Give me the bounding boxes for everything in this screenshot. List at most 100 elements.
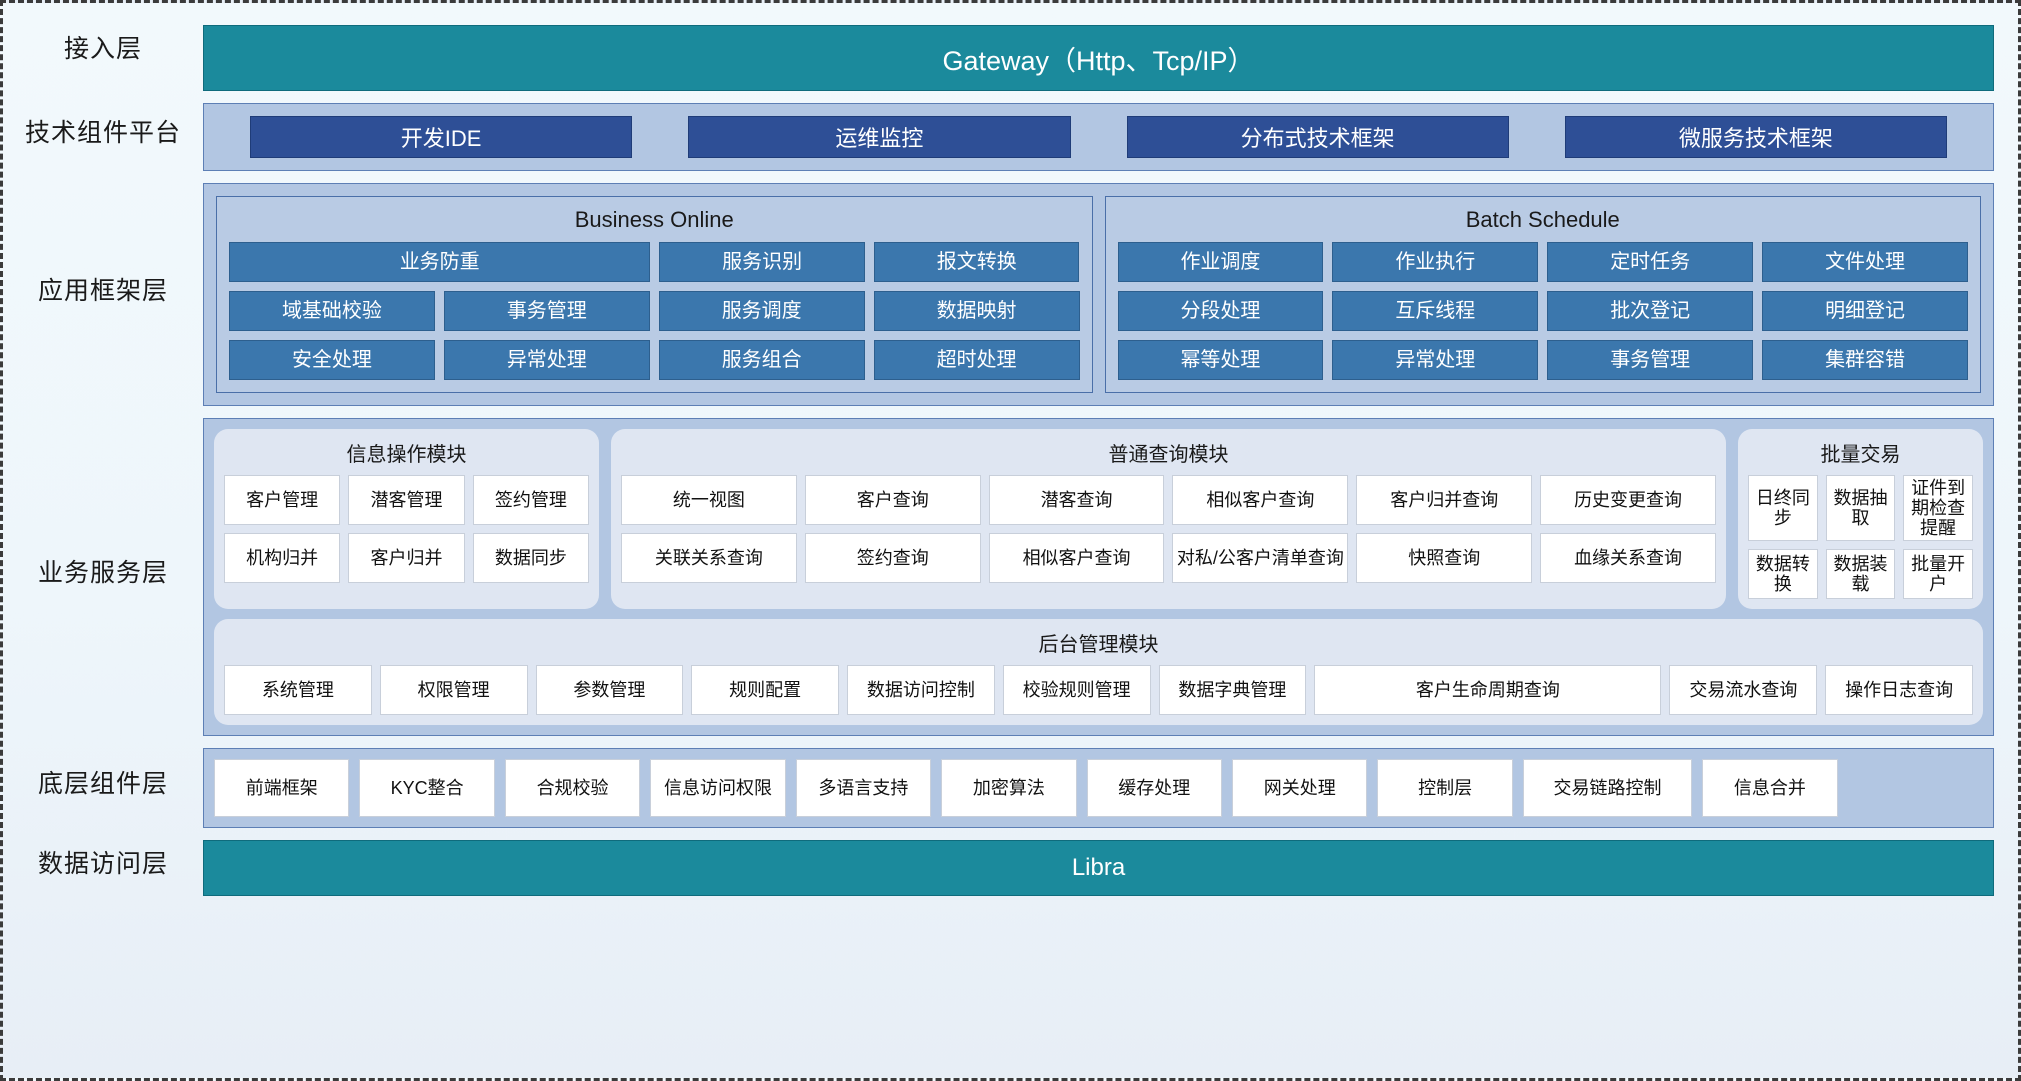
gateway-bar[interactable]: Gateway（Http、Tcp/IP）	[203, 25, 1994, 91]
cell-kzc[interactable]: 控制层	[1377, 759, 1513, 818]
chip-fdcl[interactable]: 分段处理	[1117, 291, 1324, 331]
cell-jyllkz[interactable]: 交易链路控制	[1522, 759, 1693, 818]
cell-xskhcx1[interactable]: 相似客户查询	[1172, 475, 1349, 525]
cell-lsbgcx[interactable]: 历史变更查询	[1540, 475, 1716, 525]
chip-hcxc[interactable]: 互斥线程	[1332, 291, 1539, 331]
tech-chip-distributed[interactable]: 分布式技术框架	[1126, 116, 1509, 158]
layer-label-bizservice: 业务服务层	[37, 559, 168, 588]
chip-swgl2[interactable]: 事务管理	[1547, 340, 1754, 380]
cell-kyczh[interactable]: KYC整合	[359, 759, 495, 818]
cell-qygl[interactable]: 签约管理	[472, 475, 589, 525]
cell-khgb[interactable]: 客户归并	[348, 533, 465, 583]
cell-czrzcx[interactable]: 操作日志查询	[1825, 665, 1973, 716]
business-online-row-3: 安全处理 异常处理 服务组合 超时处理	[229, 340, 1080, 380]
business-online-row-1: 业务防重 服务识别 报文转换	[229, 242, 1080, 282]
chip-yccl2[interactable]: 异常处理	[1332, 340, 1539, 380]
cell-qdkj[interactable]: 前端框架	[214, 759, 350, 818]
layer-body-bizservice: 信息操作模块 客户管理 潜客管理 签约管理 机构归并 客户归并 数据同步 普通查…	[203, 406, 2018, 737]
libra-bar[interactable]: Libra	[203, 840, 1994, 897]
module-backoffice-admin: 后台管理模块 系统管理 权限管理 参数管理 规则配置 数据访问控制 校验规则管理…	[214, 619, 1983, 726]
cell-xxfwqx[interactable]: 信息访问权限	[650, 759, 786, 818]
chip-pcdj[interactable]: 批次登记	[1547, 291, 1754, 331]
cell-sjfwkz[interactable]: 数据访问控制	[847, 665, 995, 716]
cell-gzpz[interactable]: 规则配置	[691, 665, 839, 716]
chip-jqrc[interactable]: 集群容错	[1762, 340, 1968, 380]
chip-wjcl[interactable]: 文件处理	[1762, 242, 1968, 282]
panel-batch-schedule: Batch Schedule 作业调度 作业执行 定时任务 文件处理 分段处理 …	[1104, 196, 1981, 393]
cell-dyyzc[interactable]: 多语言支持	[795, 759, 932, 818]
chip-dsrw[interactable]: 定时任务	[1547, 242, 1754, 282]
cell-khgbcx[interactable]: 客户归并查询	[1356, 475, 1533, 525]
cell-zjdqjctx[interactable]: 证件到期检查提醒	[1903, 475, 1973, 542]
cell-xxhb[interactable]: 信息合并	[1702, 759, 1838, 818]
cell-khsmzqcx[interactable]: 客户生命周期查询	[1314, 665, 1662, 716]
cell-qkcx[interactable]: 潜客查询	[988, 475, 1165, 525]
cell-dsgkhqdcx[interactable]: 对私/公客户清单查询	[1172, 533, 1349, 583]
chip-fwsb[interactable]: 服务识别	[659, 242, 865, 282]
panel-title-batch-schedule: Batch Schedule	[1465, 207, 1620, 232]
cell-hgjy[interactable]: 合规校验	[504, 759, 641, 818]
cell-khcx[interactable]: 客户查询	[804, 475, 981, 525]
cell-jmsf[interactable]: 加密算法	[941, 759, 1077, 818]
cell-plkh[interactable]: 批量开户	[1903, 549, 1973, 600]
business-service-band: 信息操作模块 客户管理 潜客管理 签约管理 机构归并 客户归并 数据同步 普通查…	[203, 418, 1994, 737]
chip-swgl1[interactable]: 事务管理	[443, 291, 650, 331]
app-framework-band: Business Online 业务防重 服务识别 报文转换 域基础校验 事务管…	[203, 183, 1994, 406]
cell-csgl[interactable]: 参数管理	[535, 665, 684, 716]
common-query-cells: 统一视图 客户查询 潜客查询 相似客户查询 客户归并查询 历史变更查询 关联关系…	[621, 475, 1716, 583]
chip-cscl[interactable]: 超时处理	[873, 340, 1080, 380]
cell-jggb[interactable]: 机构归并	[224, 533, 341, 583]
info-operation-cells: 客户管理 潜客管理 签约管理 机构归并 客户归并 数据同步	[224, 475, 589, 583]
cell-rztb[interactable]: 日终同步	[1748, 475, 1818, 542]
tech-chip-microservice[interactable]: 微服务技术框架	[1564, 116, 1947, 158]
layer-row-tech: 技术组件平台 开发IDE 运维监控 分布式技术框架 微服务技术框架	[3, 91, 2018, 171]
chip-mxdj[interactable]: 明细登记	[1762, 291, 1968, 331]
layer-row-appframe: 应用框架层 Business Online 业务防重 服务识别 报文转换 域基础…	[3, 171, 2018, 406]
layer-label-appframe: 应用框架层	[37, 276, 168, 305]
layer-row-bizservice: 业务服务层 信息操作模块 客户管理 潜客管理 签约管理 机构归并 客户归并 数据…	[3, 406, 2018, 737]
component-band: 前端框架 KYC整合 合规校验 信息访问权限 多语言支持 加密算法 缓存处理 网…	[203, 748, 1994, 829]
chip-yjcjy[interactable]: 域基础校验	[229, 291, 435, 331]
tech-chip-ide[interactable]: 开发IDE	[250, 116, 633, 158]
chip-zydd[interactable]: 作业调度	[1117, 242, 1324, 282]
cell-xtgl[interactable]: 系统管理	[224, 665, 372, 716]
cell-kzcx[interactable]: 快照查询	[1356, 533, 1533, 583]
layer-label-access: 接入层	[63, 35, 142, 63]
tech-chip-ops[interactable]: 运维监控	[688, 116, 1071, 158]
cell-xygxcx[interactable]: 血缘关系查询	[1540, 533, 1716, 583]
cell-qkgl[interactable]: 潜客管理	[348, 475, 465, 525]
layer-row-dataaccess: 数据访问层 Libra	[3, 828, 2018, 897]
chip-aqcl[interactable]: 安全处理	[229, 340, 435, 380]
cell-sjzh[interactable]: 数据转换	[1748, 549, 1818, 600]
module-info-operation: 信息操作模块 客户管理 潜客管理 签约管理 机构归并 客户归并 数据同步	[214, 429, 599, 610]
chip-fwdd[interactable]: 服务调度	[658, 291, 865, 331]
cell-sjcq[interactable]: 数据抽取	[1825, 475, 1896, 542]
cell-wgcl[interactable]: 网关处理	[1232, 759, 1368, 818]
cell-jylscx[interactable]: 交易流水查询	[1669, 665, 1818, 716]
tech-band: 开发IDE 运维监控 分布式技术框架 微服务技术框架	[203, 103, 1994, 171]
cell-xskhcx2[interactable]: 相似客户查询	[988, 533, 1165, 583]
cell-sjzz[interactable]: 数据装载	[1825, 549, 1896, 600]
cell-qxgl[interactable]: 权限管理	[379, 665, 528, 716]
chip-ywfz[interactable]: 业务防重	[229, 242, 651, 282]
cell-tysd[interactable]: 统一视图	[621, 475, 797, 525]
cell-hccl[interactable]: 缓存处理	[1086, 759, 1222, 818]
chip-sjys[interactable]: 数据映射	[873, 291, 1080, 331]
cell-sjtb[interactable]: 数据同步	[472, 533, 589, 583]
panel-business-online: Business Online 业务防重 服务识别 报文转换 域基础校验 事务管…	[216, 196, 1093, 393]
cell-jygzgl[interactable]: 校验规则管理	[1002, 665, 1151, 716]
chip-yccl1[interactable]: 异常处理	[443, 340, 650, 380]
cell-qycx[interactable]: 签约查询	[804, 533, 981, 583]
business-service-modules: 信息操作模块 客户管理 潜客管理 签约管理 机构归并 客户归并 数据同步 普通查…	[214, 429, 1983, 610]
cell-sjzdgl[interactable]: 数据字典管理	[1158, 665, 1307, 716]
batch-schedule-row-1: 作业调度 作业执行 定时任务 文件处理	[1117, 242, 1968, 282]
cell-khgl[interactable]: 客户管理	[224, 475, 341, 525]
chip-fwzh[interactable]: 服务组合	[658, 340, 865, 380]
module-title-backoffice-admin: 后台管理模块	[1038, 634, 1159, 657]
chip-zyzx[interactable]: 作业执行	[1332, 242, 1539, 282]
chip-bwzh[interactable]: 报文转换	[873, 242, 1080, 282]
chip-mdcl[interactable]: 幂等处理	[1117, 340, 1324, 380]
layer-label-component: 底层组件层	[37, 770, 168, 799]
cell-glgxcx[interactable]: 关联关系查询	[621, 533, 797, 583]
batch-schedule-row-2: 分段处理 互斥线程 批次登记 明细登记	[1117, 291, 1968, 331]
